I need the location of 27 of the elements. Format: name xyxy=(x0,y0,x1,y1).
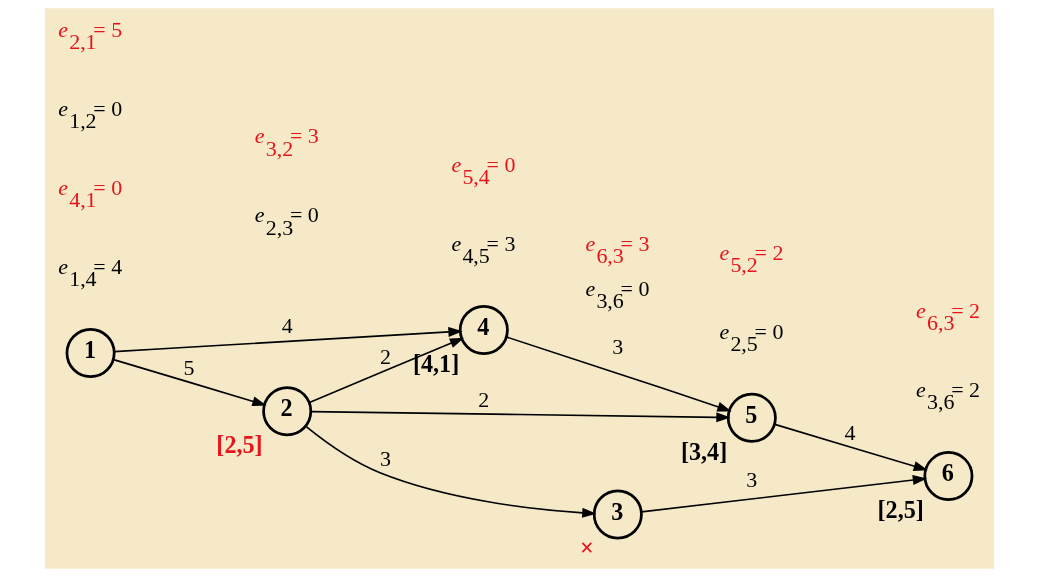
node-circle: 3 xyxy=(592,489,643,540)
edge-label: 3 xyxy=(380,446,391,472)
node-label: [4,1] xyxy=(412,349,460,377)
node-circle: 4 xyxy=(458,304,509,355)
arrow xyxy=(112,358,267,407)
arrow xyxy=(310,410,731,423)
arrow xyxy=(113,326,463,353)
arrow xyxy=(506,336,732,412)
arrow xyxy=(640,475,928,513)
node-label: [3,4] xyxy=(680,437,728,465)
arrow xyxy=(304,425,597,518)
node-circle: 1 xyxy=(65,328,116,378)
node-label: [2,5] xyxy=(216,431,263,459)
edge-label: 2 xyxy=(380,344,391,370)
edge-label: 4 xyxy=(844,419,856,445)
node-label: [2,5] xyxy=(877,495,924,523)
edge-label: 2 xyxy=(478,386,490,412)
node-circle: 2 xyxy=(262,386,313,437)
node-circle: 5 xyxy=(726,392,777,443)
arrow xyxy=(774,423,928,471)
edge-label: 5 xyxy=(183,355,195,380)
node-label: × xyxy=(579,534,594,562)
edge-label: 3 xyxy=(612,334,624,360)
arrow xyxy=(308,337,465,404)
node-circle: 6 xyxy=(923,451,974,502)
edge-label: 4 xyxy=(281,313,293,339)
edge-label: 3 xyxy=(746,467,758,493)
